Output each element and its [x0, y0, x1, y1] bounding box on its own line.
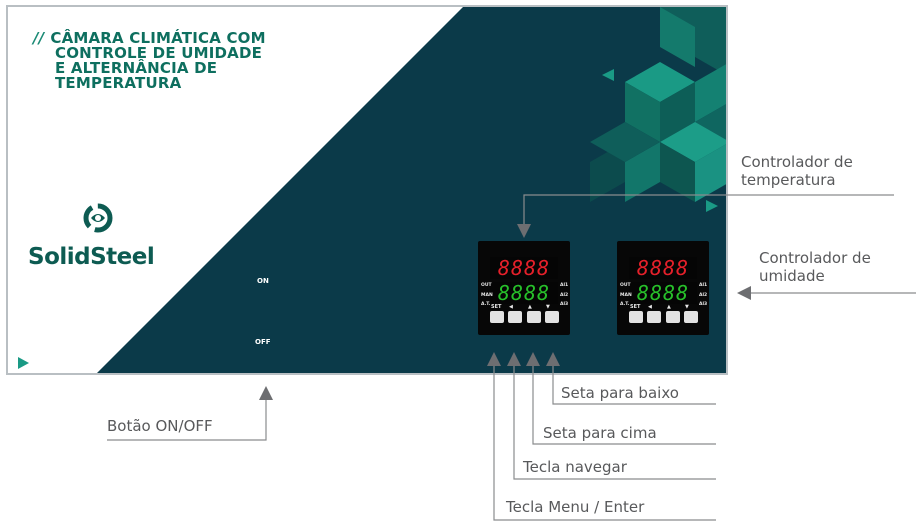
- arrow-down-button[interactable]: [684, 311, 698, 323]
- play-triangle-icon: [18, 357, 29, 369]
- up-arrow-label: ▲: [528, 304, 532, 310]
- logo-icon: [83, 203, 113, 233]
- bottom-display: 8888: [490, 282, 558, 304]
- callout-arrow-down: Seta para baixo: [561, 384, 679, 402]
- panel-title: //CÂMARA CLIMÁTICA COM CONTROLE DE UMIDA…: [33, 29, 266, 92]
- brand-logo: SolidSteel: [28, 244, 155, 270]
- arrow-up-button[interactable]: [527, 311, 541, 323]
- bottom-display: 8888: [629, 282, 697, 304]
- tag-al2: Al2: [699, 293, 708, 298]
- arrow-head-icon: [259, 386, 273, 400]
- arrow-head-icon: [546, 352, 560, 366]
- arrow-head-icon: [526, 352, 540, 366]
- callout-arrow-up: Seta para cima: [543, 424, 657, 442]
- arrow-down-button[interactable]: [545, 311, 559, 323]
- top-display: 8888: [629, 257, 697, 279]
- arrow-up-button[interactable]: [666, 311, 680, 323]
- callout-navigate-key: Tecla navegar: [523, 458, 627, 476]
- set-label: SET: [630, 304, 641, 310]
- tag-al3: Al3: [699, 302, 708, 307]
- arrow-head-icon: [517, 224, 531, 238]
- callout-humidity-controller: Controlador de umidade: [759, 249, 871, 285]
- tag-out: OUT: [620, 283, 631, 288]
- switch-off-label: OFF: [255, 338, 271, 346]
- arrow-head-icon: [487, 352, 501, 366]
- tag-at: A.T.: [620, 302, 630, 307]
- arrow-head-icon: [737, 286, 751, 300]
- switch-on-label: ON: [257, 277, 269, 285]
- callout-menu-enter-key: Tecla Menu / Enter: [506, 498, 645, 516]
- temperature-controller[interactable]: 8888 8888 OUT MAN A.T. Al1 Al2 Al3 SET ◀…: [478, 241, 570, 335]
- navigate-button[interactable]: [508, 311, 522, 323]
- tag-man: MAN: [481, 293, 493, 298]
- triangle-decoration: [602, 69, 614, 81]
- top-display: 8888: [490, 257, 558, 279]
- triangle-decoration: [706, 200, 718, 212]
- humidity-controller[interactable]: 8888 8888 OUT MAN A.T. Al1 Al2 Al3 SET ◀…: [617, 241, 709, 335]
- menu-enter-button[interactable]: [629, 311, 643, 323]
- arrow-head-icon: [507, 352, 521, 366]
- left-arrow-label: ◀: [509, 304, 513, 310]
- tag-at: A.T.: [481, 302, 491, 307]
- tag-al3: Al3: [560, 302, 569, 307]
- tag-al2: Al2: [560, 293, 569, 298]
- callout-temperature-controller: Controlador de temperatura: [741, 153, 853, 189]
- down-arrow-label: ▼: [685, 304, 689, 310]
- menu-enter-button[interactable]: [490, 311, 504, 323]
- tag-out: OUT: [481, 283, 492, 288]
- tag-al1: Al1: [560, 283, 569, 288]
- navigate-button[interactable]: [647, 311, 661, 323]
- up-arrow-label: ▲: [667, 304, 671, 310]
- set-label: SET: [491, 304, 502, 310]
- callout-onoff-button: Botão ON/OFF: [107, 417, 213, 435]
- tag-man: MAN: [620, 293, 632, 298]
- down-arrow-label: ▼: [546, 304, 550, 310]
- tag-al1: Al1: [699, 283, 708, 288]
- geometric-pattern: [590, 7, 726, 202]
- left-arrow-label: ◀: [648, 304, 652, 310]
